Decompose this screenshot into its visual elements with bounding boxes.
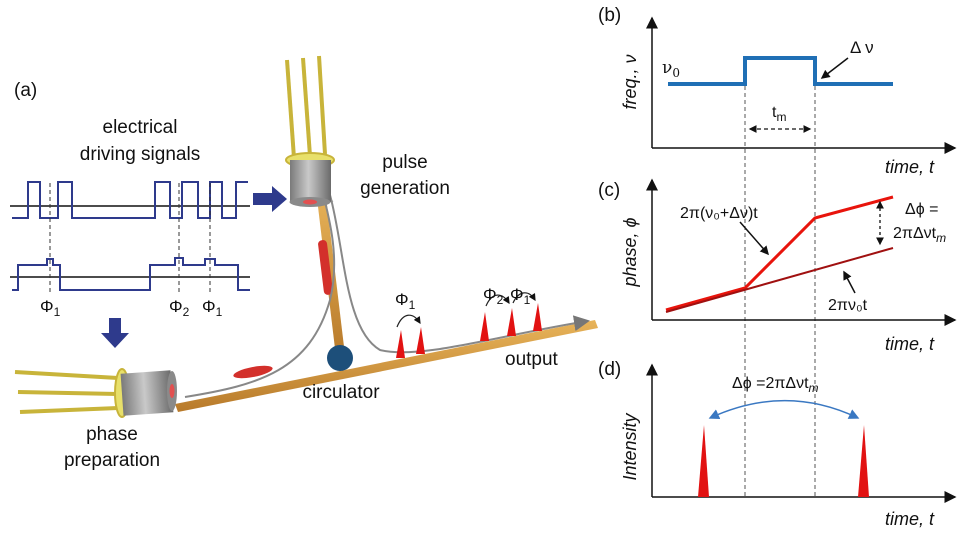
intensity-pulse-1 xyxy=(698,425,709,497)
pulse-laser-icon xyxy=(285,55,335,207)
freq-trace xyxy=(668,56,893,86)
pulse-drive-signal xyxy=(12,181,248,219)
d-xlabel: time, t xyxy=(885,509,935,529)
nu0-label: ν0 xyxy=(662,58,680,80)
intensity-pulse-2 xyxy=(858,425,869,497)
output-pulses xyxy=(396,292,542,358)
dphi-line1: Δϕ = xyxy=(905,201,938,218)
out-phi1-label: Φ1 xyxy=(395,290,416,312)
phase-laser-icon xyxy=(14,368,177,418)
delta-nu-pointer xyxy=(820,57,849,79)
output-label: output xyxy=(505,349,559,370)
phase-prep-line1: phase xyxy=(86,424,138,445)
phase-prep-line2: preparation xyxy=(64,450,160,471)
lower-line-label: 2πν₀t xyxy=(828,297,868,314)
circulator-icon xyxy=(327,345,353,371)
panel-d: (d) Intensity time, t Δϕ =2πΔνtm xyxy=(598,359,957,529)
c-ylabel: phase, ϕ xyxy=(620,217,640,287)
b-ylabel: freq., ν xyxy=(620,54,640,109)
panel-b-label: (b) xyxy=(598,5,621,26)
phi2-label: Φ2 xyxy=(169,297,190,319)
phase-lower-trace xyxy=(665,247,894,313)
upper-line-label: 2π(ν₀+Δν)t xyxy=(680,205,758,222)
pulse-gen-line1: pulse xyxy=(382,152,427,173)
pulse-gen-line2: generation xyxy=(360,178,450,199)
delta-nu-label: Δ ν xyxy=(850,38,874,57)
out-phi2-label: Φ2 xyxy=(483,285,504,307)
upper-line-pointer xyxy=(739,221,769,256)
panel-b: (b) freq., ν time, t ν0 Δ ν tm xyxy=(598,5,957,177)
lower-line-pointer xyxy=(843,270,856,294)
signals-title-line1: electrical xyxy=(103,117,178,138)
b-xlabel: time, t xyxy=(885,157,935,177)
arrow-to-pulse-gen-icon xyxy=(253,186,287,212)
phi1-a-label: Φ1 xyxy=(40,297,61,319)
panel-d-label: (d) xyxy=(598,359,621,380)
d-dphi-label: Δϕ =2πΔνtm xyxy=(732,375,819,395)
phase-drive-signal xyxy=(12,257,250,291)
dphi-arc-arrow xyxy=(708,400,860,420)
phi1-b-label: Φ1 xyxy=(202,297,223,319)
fiber-network xyxy=(175,188,598,412)
circulator-label: circulator xyxy=(302,382,380,403)
signals-title-line2: driving signals xyxy=(80,144,200,165)
d-ylabel: Intensity xyxy=(620,412,640,480)
panel-a: (a) electrical driving signals Φ1 Φ2 Φ1 xyxy=(10,55,598,471)
c-xlabel: time, t xyxy=(885,334,935,354)
tm-label: tm xyxy=(772,104,786,124)
phase-upper-trace xyxy=(665,195,894,312)
panel-a-label: (a) xyxy=(14,80,37,101)
arrow-to-phase-prep-icon xyxy=(101,318,129,348)
dphi-line2: 2πΔνtm xyxy=(893,225,946,245)
panel-c-label: (c) xyxy=(598,180,620,201)
panel-c: (c) phase, ϕ time, t 2π(ν₀+Δν)t 2πν₀t Δϕ… xyxy=(598,178,957,354)
out-phi1b-label: Φ1 xyxy=(510,285,531,307)
